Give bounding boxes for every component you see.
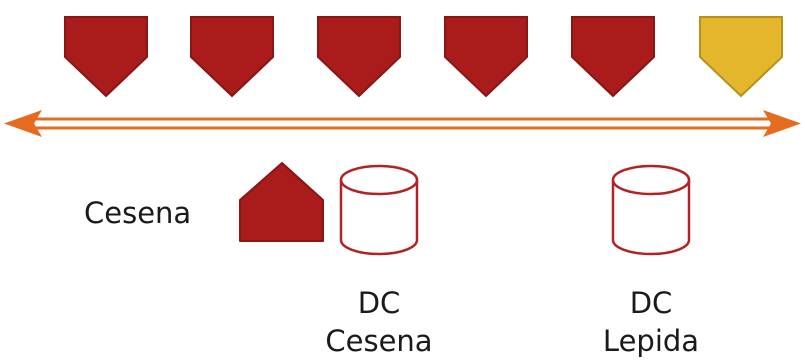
- datacenter-cesena-icon: [339, 164, 419, 256]
- pin-6-icon: [699, 16, 783, 98]
- dc-cesena-label-line2: Cesena: [325, 324, 433, 358]
- pin-3-icon: [317, 16, 401, 98]
- site-label-cesena: Cesena: [84, 196, 192, 230]
- arrow-left-head-icon: [4, 110, 42, 137]
- pin-2-icon: [190, 16, 274, 98]
- arrow-right-head-icon: [763, 110, 801, 137]
- dc-cesena-label-line1: DC: [357, 286, 401, 320]
- pin-4-icon: [444, 16, 528, 98]
- pin-5-icon: [571, 16, 655, 98]
- pin-1-icon: [64, 16, 148, 98]
- pin-row: [64, 16, 783, 98]
- house-icon: [239, 162, 324, 242]
- double-arrow: [4, 110, 801, 137]
- datacenter-lepida-icon: [611, 164, 691, 256]
- dc-lepida-label-line1: DC: [629, 286, 673, 320]
- dc-lepida-label-line2: Lepida: [602, 324, 700, 358]
